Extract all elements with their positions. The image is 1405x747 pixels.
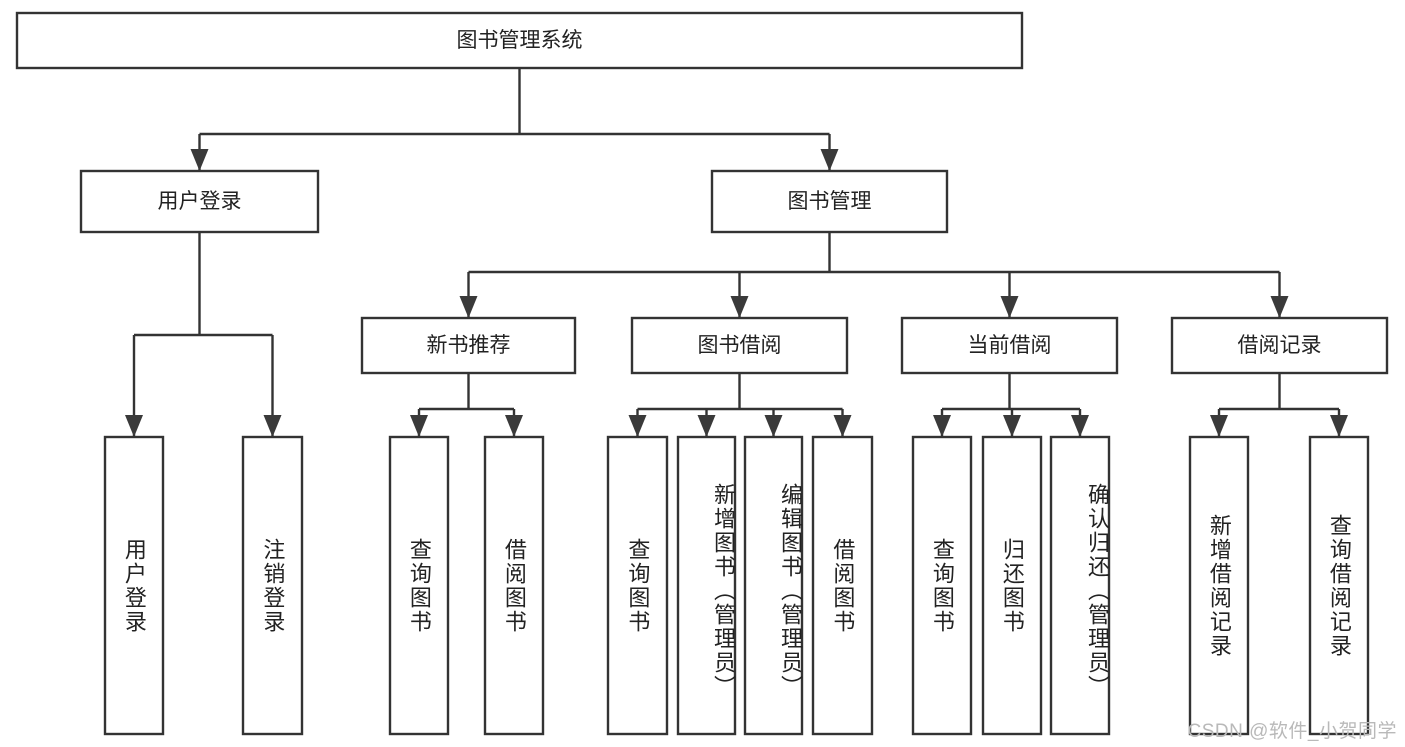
- node-box-leaf-query-book-1[interactable]: [388, 435, 450, 736]
- arrow-to-book-manage: [820, 149, 839, 171]
- node-box-leaf-return-book[interactable]: [981, 435, 1043, 736]
- node-box-leaf-logout[interactable]: [241, 435, 304, 736]
- arrow-to-user-login: [190, 149, 209, 171]
- boxes-layer: [15, 11, 1389, 736]
- arrow-to-book-borrow: [730, 296, 749, 318]
- node-label-borrow-record: 借阅记录: [1238, 334, 1322, 357]
- node-box-book-manage[interactable]: [710, 169, 949, 234]
- arrow-to-leaf-edit-book: [764, 415, 783, 437]
- arrow-to-leaf-borrow-book-2: [833, 415, 852, 437]
- node-box-leaf-user-login[interactable]: [103, 435, 165, 736]
- node-box-leaf-add-record[interactable]: [1188, 435, 1250, 736]
- node-box-leaf-add-book[interactable]: [676, 435, 737, 736]
- arrow-to-leaf-query-book-3: [933, 415, 951, 437]
- node-box-root[interactable]: [15, 11, 1024, 70]
- node-box-leaf-edit-book[interactable]: [743, 435, 804, 736]
- node-box-user-login[interactable]: [79, 169, 320, 234]
- arrow-to-leaf-query-book-2: [628, 415, 647, 437]
- arrow-to-leaf-return-book: [1003, 415, 1021, 437]
- arrow-to-leaf-confirm-return: [1071, 415, 1089, 437]
- node-label-root: 图书管理系统: [457, 29, 583, 52]
- node-box-new-book-recommend[interactable]: [360, 316, 577, 375]
- node-box-leaf-query-record[interactable]: [1308, 435, 1370, 736]
- arrow-to-current-borrow: [1000, 296, 1019, 318]
- node-box-book-borrow[interactable]: [630, 316, 849, 375]
- arrow-to-leaf-user-login: [125, 415, 143, 437]
- arrow-to-leaf-borrow-book-1: [505, 415, 523, 437]
- arrow-to-leaf-query-record: [1330, 415, 1348, 437]
- arrow-to-leaf-query-book-1: [410, 415, 428, 437]
- arrow-to-borrow-record: [1270, 296, 1289, 318]
- node-box-leaf-borrow-book-1[interactable]: [483, 435, 545, 736]
- arrow-to-leaf-logout: [263, 415, 282, 437]
- arrow-to-leaf-add-record: [1210, 415, 1228, 437]
- node-label-new-book-recommend: 新书推荐: [427, 334, 511, 357]
- node-label-user-login: 用户登录: [158, 190, 242, 213]
- node-box-leaf-borrow-book-2[interactable]: [811, 435, 874, 736]
- node-label-current-borrow: 当前借阅: [968, 334, 1052, 357]
- node-label-book-borrow: 图书借阅: [698, 334, 782, 357]
- node-label-book-manage: 图书管理: [788, 190, 872, 213]
- connectors-layer: [125, 68, 1348, 437]
- node-box-leaf-confirm-return[interactable]: [1049, 435, 1111, 736]
- arrow-to-new-book-recommend: [459, 296, 478, 318]
- arrow-to-leaf-add-book: [697, 415, 716, 437]
- node-box-borrow-record[interactable]: [1170, 316, 1389, 375]
- node-box-leaf-query-book-3[interactable]: [911, 435, 973, 736]
- node-box-leaf-query-book-2[interactable]: [606, 435, 669, 736]
- node-box-current-borrow[interactable]: [900, 316, 1119, 375]
